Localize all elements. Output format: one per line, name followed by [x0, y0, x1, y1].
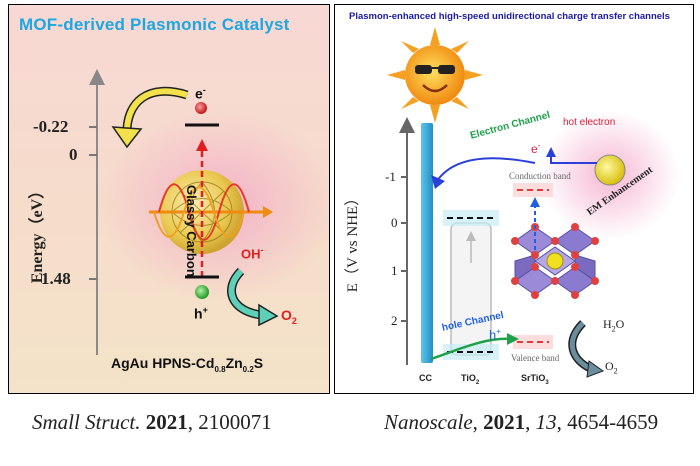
water-label: H2O — [603, 317, 625, 334]
srtio3-crystal — [511, 223, 599, 299]
oxidation-arrowhead — [258, 303, 279, 327]
material-label: AgAu HPNS-Cd0.8Zn0.2S — [111, 355, 264, 374]
plasmon-wave-1 — [158, 183, 250, 241]
oxygen-label: O2 — [281, 307, 297, 326]
right-axis-label: E（V vs NHE） — [345, 190, 362, 293]
hole-ball — [195, 285, 209, 299]
hot-electron-label: hot electron — [563, 117, 616, 128]
rtick-label-2: 2 — [391, 313, 398, 328]
right-caption-volume: 13 — [535, 410, 557, 434]
valence-band-label: Valence band — [511, 353, 560, 363]
left-caption: Small Struct. 2021, 2100071 — [32, 410, 272, 435]
rtick-label-1: 1 — [391, 263, 398, 278]
left-diagram-svg — [89, 69, 329, 355]
right-title: Plasmon-enhanced high-speed unidirection… — [349, 11, 670, 22]
gold-nanoparticle — [594, 154, 626, 186]
right-caption-year: 2021 — [483, 410, 526, 434]
glassy-carbon-label: Glassy Carbon — [184, 185, 199, 277]
cc-label: CC — [419, 373, 432, 383]
hole-label: h+ — [194, 305, 208, 322]
electron-label: e- — [195, 85, 206, 102]
conduction-band-label: Conduction band — [509, 171, 571, 181]
right-caption-journal: Nanoscale — [384, 410, 473, 434]
tick-label-148: 1.48 — [41, 269, 71, 288]
rtick-label-m1: -1 — [385, 169, 396, 184]
hole-channel-arrow — [430, 337, 512, 361]
tick-label-0: 0 — [69, 145, 78, 164]
right-panel: Plasmon-enhanced high-speed unidirection… — [334, 4, 694, 394]
right-caption: Nanoscale, 2021, 13, 4654-4659 — [384, 410, 659, 434]
left-caption-journal: Small Struct. — [32, 410, 141, 434]
plasmon-wave-2 — [153, 186, 245, 238]
electron-transfer-arrowhead — [111, 126, 143, 149]
left-title: MOF-derived Plasmonic Catalyst — [19, 15, 290, 34]
left-caption-id: , 2100071 — [187, 410, 272, 434]
tick-label-m022: -0.22 — [33, 117, 69, 136]
oxygen-label-right: O2 — [605, 359, 618, 376]
sun-icon — [387, 27, 483, 123]
electron-channel-arrow — [436, 157, 536, 182]
rtick-label-0: 0 — [391, 215, 398, 230]
tio2-label: TiO2 — [461, 373, 480, 386]
srtio3-label: SrTiO3 — [521, 373, 549, 386]
hot-electron-arrow — [550, 155, 597, 164]
right-diagram-svg — [387, 27, 680, 378]
left-panel: MOF-derived Plasmonic Catalyst Energy（eV… — [8, 4, 330, 394]
electron-ball — [195, 102, 207, 114]
right-caption-pages: , 4654-4659 — [556, 410, 659, 434]
hydroxide-label: OH- — [241, 245, 264, 262]
left-caption-year: 2021 — [145, 410, 188, 434]
cc-electrode-bar — [421, 123, 433, 363]
electron-label-right: e- — [531, 141, 541, 156]
hole-label-right: h+ — [489, 327, 501, 343]
